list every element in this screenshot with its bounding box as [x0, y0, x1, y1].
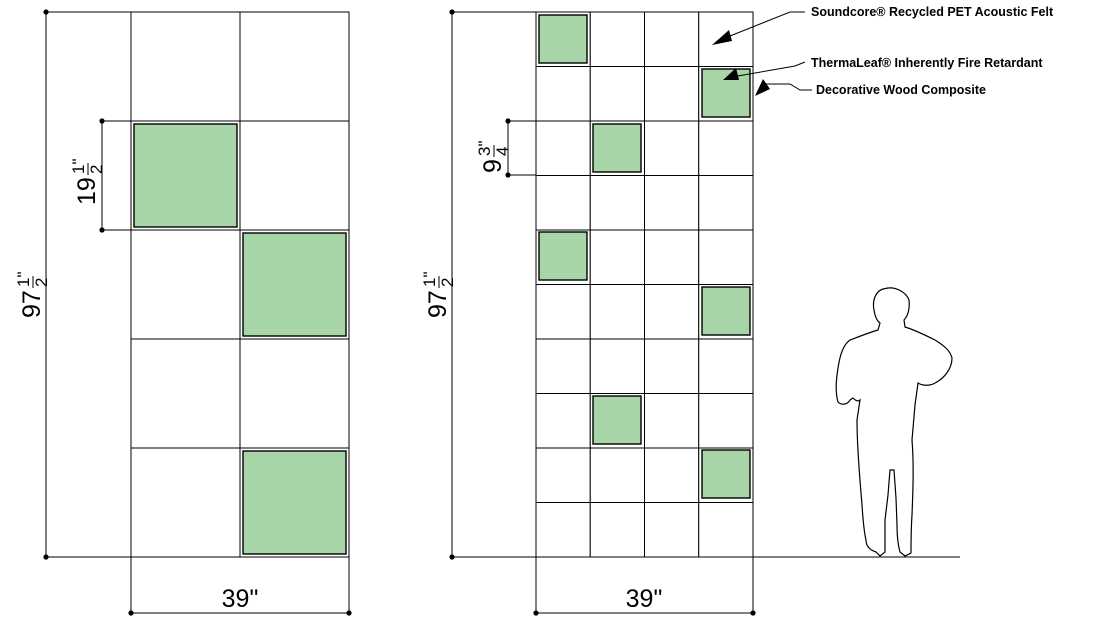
grid-cell: [239, 11, 350, 122]
grid-cell: [535, 175, 591, 231]
left-height-numerator: 1": [14, 272, 33, 288]
grid-cell: [535, 66, 591, 122]
right-module-denominator: 4: [493, 147, 512, 156]
grid-cell: [644, 502, 700, 558]
grid-cell: [535, 502, 591, 558]
wood-composite-panel: [242, 232, 347, 337]
grid-cell: [644, 393, 700, 449]
wood-leader: [766, 83, 812, 91]
grid-cell: [589, 447, 645, 503]
left-module-whole: 19: [73, 177, 101, 205]
felt-panel: [538, 14, 588, 64]
grid-cell: [644, 447, 700, 503]
left-panels: [133, 123, 347, 555]
grid-cell: [589, 11, 645, 67]
left-width-dimension: 39": [128, 557, 352, 616]
left-module-numerator: 1": [69, 159, 88, 175]
wood-composite-panel: [242, 450, 347, 555]
thermaleaf-panel: [701, 68, 751, 118]
right-width-label: 39": [626, 585, 663, 613]
grid-cell: [698, 229, 754, 285]
right-module-whole: 9: [479, 159, 507, 173]
right-height-numerator: 1": [420, 272, 439, 288]
right-module-dimension: 9 3" 4: [475, 118, 536, 178]
grid-cell: [130, 229, 241, 340]
left-module-denominator: 2: [87, 165, 106, 174]
grid-cell: [130, 447, 241, 558]
grid-cell: [535, 120, 591, 176]
leader-arrow-icon: [712, 30, 732, 45]
grid-cell: [644, 338, 700, 394]
left-height-denominator: 2: [32, 278, 51, 287]
grid-cell: [589, 175, 645, 231]
right-panels: [538, 14, 751, 499]
felt-panel: [592, 123, 642, 173]
grid-cell: [535, 338, 591, 394]
grid-cell: [589, 66, 645, 122]
grid-cell: [698, 393, 754, 449]
grid-cell: [644, 66, 700, 122]
right-elevation: 97 1" 2 9 3" 4: [420, 9, 756, 616]
felt-panel: [592, 395, 642, 445]
felt-panel: [538, 231, 588, 281]
grid-cell: [589, 338, 645, 394]
grid-cell: [239, 120, 350, 231]
right-height-whole: 97: [424, 290, 452, 318]
right-height-dimension: 97 1" 2: [420, 9, 536, 560]
wood-composite-panel: [133, 123, 238, 228]
felt-leader: [719, 11, 805, 41]
thermaleaf-label: ThermaLeaf® Inherently Fire Retardant: [811, 56, 1043, 70]
grid-cell: [535, 393, 591, 449]
right-height-denominator: 2: [438, 278, 457, 287]
leader-arrow-icon: [723, 68, 739, 80]
grid-cell: [644, 229, 700, 285]
grid-cell: [644, 175, 700, 231]
grid-cell: [698, 120, 754, 176]
thermaleaf-leader: [731, 61, 806, 78]
left-elevation: 97 1" 2 19 1" 2: [14, 9, 352, 616]
left-width-label: 39": [222, 585, 259, 613]
grid-cell: [644, 11, 700, 67]
grid-cell: [130, 338, 241, 449]
human-figure-icon: [835, 287, 953, 557]
material-callouts: Soundcore® Recycled PET Acoustic Felt Th…: [712, 5, 1054, 97]
grid-cell: [130, 11, 241, 122]
grid-cell: [239, 338, 350, 449]
wood-label: Decorative Wood Composite: [816, 83, 986, 97]
felt-panel: [701, 286, 751, 336]
grid-cell: [698, 175, 754, 231]
felt-label: Soundcore® Recycled PET Acoustic Felt: [811, 5, 1054, 19]
left-module-dimension: 19 1" 2: [69, 118, 131, 233]
grid-cell: [644, 120, 700, 176]
right-width-dimension: 39": [533, 557, 756, 616]
grid-cell: [589, 502, 645, 558]
grid-cell: [535, 284, 591, 340]
left-height-dimension: 97 1" 2: [14, 9, 131, 560]
grid-cell: [698, 502, 754, 558]
grid-cell: [589, 229, 645, 285]
grid-cell: [698, 338, 754, 394]
right-module-numerator: 3": [475, 141, 494, 157]
leader-arrow-icon: [755, 79, 770, 96]
grid-cell: [535, 447, 591, 503]
felt-panel: [701, 449, 751, 499]
grid-cell: [644, 284, 700, 340]
left-height-whole: 97: [18, 290, 46, 318]
grid-cell: [589, 284, 645, 340]
